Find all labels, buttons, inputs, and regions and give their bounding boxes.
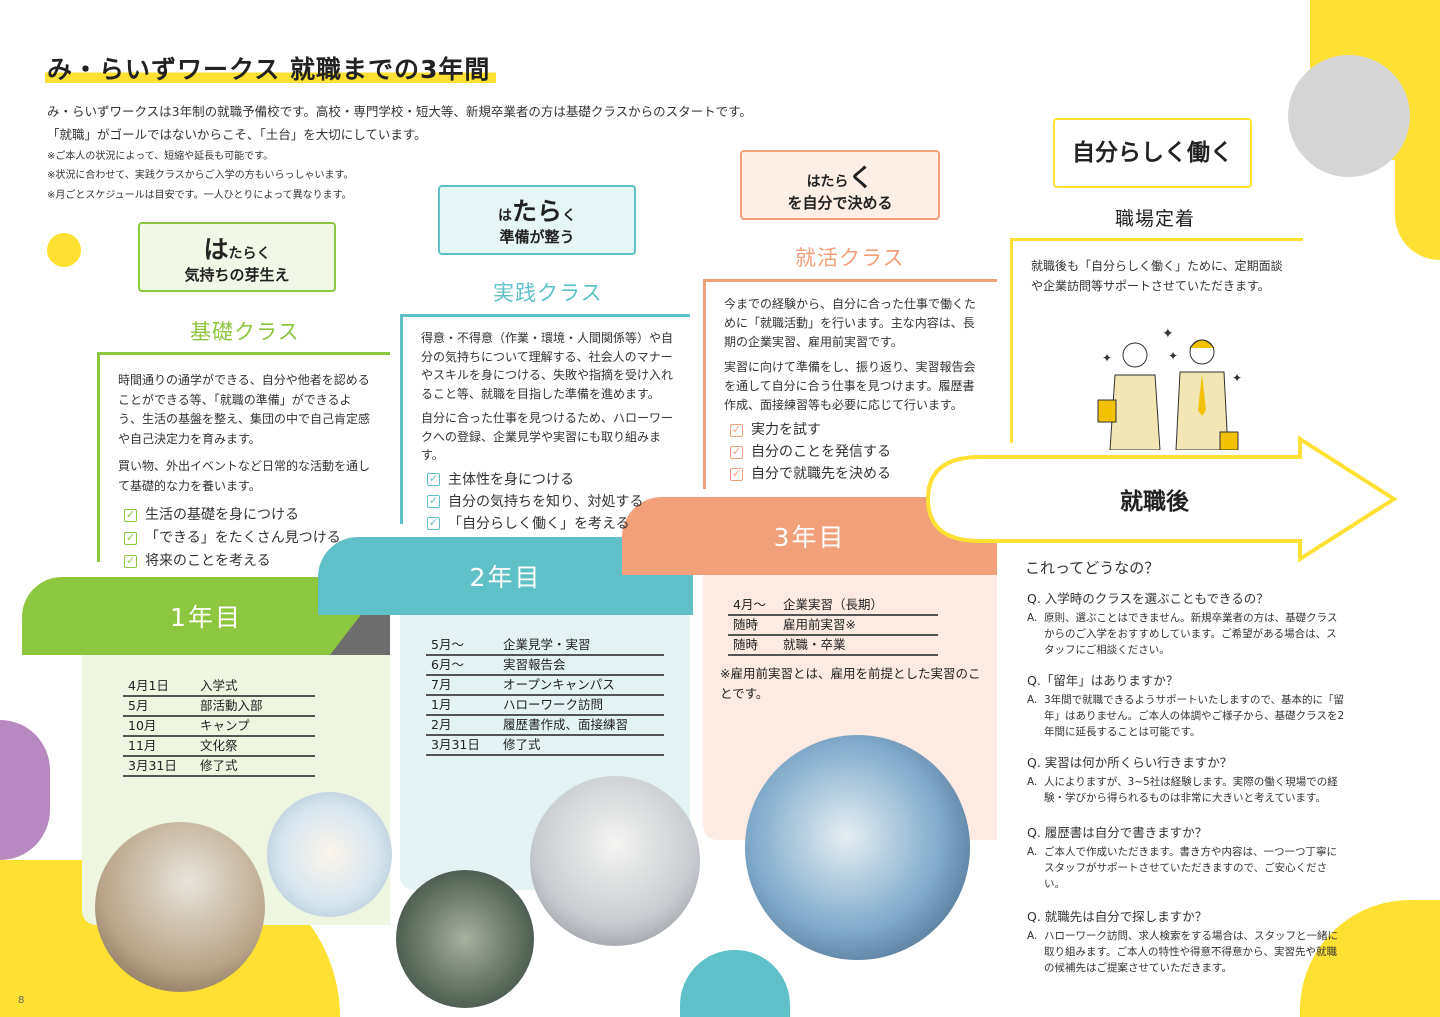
year3-schedule: 4月～企業実習（長期） 随時雇用前実習※ 随時就職・卒業 (728, 596, 938, 656)
class-name-basic: 基礎クラス (190, 320, 300, 344)
faq-item: Q.「留年」はありますか？A.3年間で就職できるようサポートいたしますので、基本… (1027, 673, 1345, 738)
checkbox-icon: ✓ (124, 531, 137, 545)
check-item: ✓「自分らしく働く」を考える (427, 515, 630, 532)
faq-heading: これってどうなの？ (1025, 559, 1160, 577)
photo-classroom (530, 776, 700, 946)
schedule-row: 4月～企業実習（長期） (728, 596, 938, 616)
svg-text:✦: ✦ (1232, 371, 1242, 385)
check-item: ✓「できる」をたくさん見つける (124, 530, 341, 546)
basic-class-description: 時間通りの通学ができる、自分や他者を認めることができる等、「就職の準備」ができる… (97, 352, 390, 569)
checkbox-icon: ✓ (730, 422, 743, 437)
checkbox-icon: ✓ (124, 554, 137, 568)
schedule-row: 4月1日入学式 (123, 677, 315, 697)
check-item: ✓自分で就職先を決める (730, 466, 891, 482)
intro-line-2: 「就職」がゴールではないからこそ、「土台」を大切にしています。 (47, 127, 427, 142)
yellow-dot (47, 233, 81, 267)
schedule-row: 5月～企業見学・実習 (426, 636, 664, 656)
svg-text:✦: ✦ (1162, 326, 1174, 342)
schedule-row: 随時就職・卒業 (728, 636, 938, 656)
speech-bubble-practice: はたらく 準備が整う (438, 185, 636, 255)
class-name-job-hunting: 就活クラス (795, 246, 905, 270)
schedule-row: 10月キャンプ (123, 717, 315, 737)
schedule-row: 5月部活動入部 (123, 697, 315, 717)
svg-text:✦: ✦ (1168, 349, 1178, 363)
schedule-row: 3月31日修了式 (426, 736, 664, 756)
checkbox-icon: ✓ (427, 472, 440, 486)
check-item: ✓実力を試す (730, 422, 821, 438)
page-title: み・らいずワークス 就職までの3年間 (45, 50, 497, 86)
schedule-row: 7月オープンキャンパス (426, 676, 664, 696)
page-number: 8 (18, 995, 25, 1006)
purple-blob (0, 720, 50, 860)
note-2: ※状況に合わせて、実践クラスからご入学の方もいらっしゃいます。 (47, 170, 354, 181)
schedule-row: 3月31日修了式 (123, 757, 315, 777)
check-item: ✓自分の気持ちを知り、対処する (427, 493, 644, 510)
faq-item: Q. 入学時のクラスを選ぶこともできるの？A.原則、選ぶことはできません。新規卒… (1027, 591, 1338, 656)
check-item: ✓生活の基礎を身につける (124, 507, 299, 523)
speech-bubble-job-hunting: はたらく を自分で決める (740, 150, 940, 220)
schedule-row: 1月ハローワーク訪問 (426, 696, 664, 716)
teal-half-circle (680, 950, 790, 1017)
after-employment-arrow (925, 435, 1398, 563)
intro-line-1: み・らいずワークスは3年制の就職予備校です。高校・専門学校・短大等、新規卒業者の… (47, 104, 752, 119)
schedule-row: 2月履歴書作成、面接練習 (426, 716, 664, 736)
retention-description: 就職後も「自分らしく働く」ために、定期面談や企業訪問等サポートさせていただきます… (1010, 238, 1303, 443)
check-item: ✓将来のことを考える (124, 553, 271, 569)
faq-item: Q. 実習は何か所くらい行きますか？A.人によりますが、3~5社は経験します。実… (1027, 755, 1338, 804)
note-1: ※ご本人の状況によって、短縮や延長も可能です。 (47, 151, 274, 162)
photo-kitchen-work (745, 735, 970, 960)
business-people-illustration: ✦ ✦ ✦ ✦ (1097, 326, 1242, 450)
checkbox-icon: ✓ (427, 516, 440, 530)
year1-schedule: 4月1日入学式 5月部活動入部 10月キャンプ 11月文化祭 3月31日修了式 (123, 677, 315, 777)
note-3: ※月ごとスケジュールは目安です。一人ひとりによって異なります。 (47, 190, 352, 201)
practice-class-description: 得意・不得意（作業・環境・人間関係等）や自分の気持ちについて理解する、社会人のマ… (400, 314, 690, 532)
checkbox-icon: ✓ (730, 444, 743, 459)
job-hunting-class-description: 今までの経験から、自分に合った仕事で働くために「就職活動」を行います。主な内容は… (703, 279, 997, 489)
year3-footnote: ※雇用前実習とは、雇用を前提とした実習のことです。 (720, 666, 981, 701)
gray-circle (1288, 55, 1410, 177)
arrow-label: 就職後 (1120, 489, 1189, 515)
class-name-practice: 実践クラス (493, 281, 603, 305)
schedule-row: 随時雇用前実習※ (728, 616, 938, 636)
faq-item: Q. 就職先は自分で探しますか？A.ハローワーク訪問、求人検索をする場合は、スタ… (1027, 909, 1338, 974)
speech-bubble-work: 自分らしく働く (1053, 118, 1252, 188)
speech-bubble-basic: はたらく 気持ちの芽生え (138, 222, 336, 292)
check-item: ✓自分のことを発信する (730, 444, 891, 460)
check-item: ✓主体性を身につける (427, 471, 574, 488)
schedule-row: 6月～実習報告会 (426, 656, 664, 676)
checkbox-icon: ✓ (730, 466, 743, 481)
photo-ceremony (95, 822, 265, 992)
class-name-retention: 職場定着 (1115, 208, 1196, 230)
schedule-row: 11月文化祭 (123, 737, 315, 757)
faq-item: Q. 履歴書は自分で書きますか？A.ご本人で作成いただきます。書き方や内容は、一… (1027, 825, 1337, 890)
checkbox-icon: ✓ (124, 508, 137, 522)
checkbox-icon: ✓ (427, 494, 440, 508)
year2-schedule: 5月～企業見学・実習 6月～実習報告会 7月オープンキャンパス 1月ハローワーク… (426, 636, 664, 756)
photo-drawing (267, 792, 392, 917)
photo-walking (396, 870, 534, 1008)
svg-text:✦: ✦ (1102, 351, 1112, 365)
